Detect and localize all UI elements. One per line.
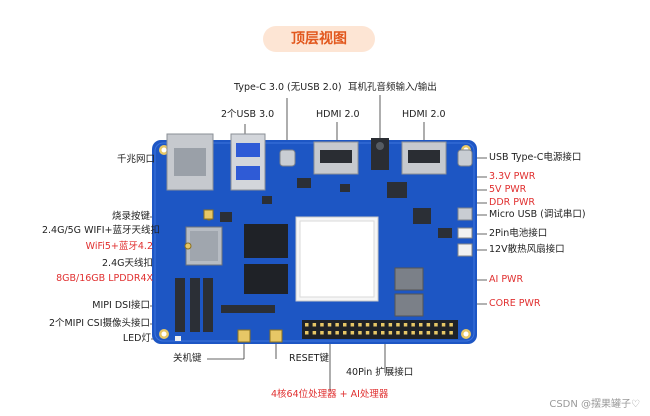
fan-connector (457, 243, 473, 257)
gpio-pin (358, 331, 362, 335)
label-soc: 4核64位处理器 + AI处理器 (271, 389, 389, 400)
micro-usb-port (457, 207, 473, 221)
gpio-pin (312, 323, 317, 327)
gpio-pin (403, 331, 408, 335)
ai-pwr-inductor (394, 267, 424, 291)
page-title: 顶层视图 (263, 26, 375, 52)
gpio-pin (350, 331, 355, 335)
lpddr-chip-b (244, 264, 288, 294)
label-hdmi-b: HDMI 2.0 (402, 109, 446, 120)
gpio-pin (434, 323, 438, 327)
label-mipi-csi: 2个MIPI CSI摄像头接口 (48, 318, 150, 329)
battery-connector (457, 227, 473, 239)
audio-jack (371, 138, 389, 170)
label-gpio40: 40Pin 扩展接口 (346, 367, 414, 378)
gpio-pin (419, 331, 423, 335)
typec-power-port (457, 149, 473, 167)
gpio-pin (388, 323, 393, 327)
gpio-pin (343, 331, 347, 335)
gpio-pin (320, 323, 324, 327)
gpio-pin (449, 331, 453, 335)
reset-key (269, 329, 283, 343)
label-usb3: 2个USB 3.0 (221, 109, 275, 120)
gpio-pin (350, 323, 355, 327)
gpio-pin (396, 331, 400, 335)
core-pwr-inductor (394, 293, 424, 317)
gpio-pin (327, 331, 332, 335)
typec-port (279, 149, 296, 167)
label-gigabit: 千兆网口 (116, 154, 155, 165)
power-key (237, 329, 251, 343)
label-earphone: 耳机孔音频输入/输出 (348, 82, 437, 93)
gpio-pin (411, 331, 415, 335)
label-lpddr: 8GB/16GB LPDDR4X (56, 273, 153, 284)
gpio-pin (449, 323, 453, 327)
label-pwr33: 3.3V PWR (489, 171, 536, 182)
label-wifi-bt: WiFi5+蓝牙4.2 (85, 241, 153, 252)
gpio-pin (305, 323, 309, 327)
label-pwr5: 5V PWR (489, 184, 527, 195)
label-reset: RESET键 (289, 353, 329, 364)
gpio-pin (335, 331, 339, 335)
gpio-pin (305, 331, 309, 335)
gpio-pin (373, 331, 377, 335)
gpio-pin (426, 323, 431, 327)
burn-key (203, 209, 214, 220)
label-led: LED灯 (122, 333, 151, 344)
label-fan: 12V散热风扇接口 (489, 244, 565, 255)
label-micro-usb: Micro USB (调试串口) (489, 209, 586, 220)
gpio-pin (312, 331, 317, 335)
gpio-pin (388, 331, 393, 335)
label-core-pwr: CORE PWR (489, 298, 541, 309)
label-power-key: 关机键 (173, 353, 202, 364)
label-typec: Type-C 3.0 (无USB 2.0) (234, 82, 342, 93)
gpio-pin (365, 323, 370, 327)
gpio-pin (441, 323, 446, 327)
gpio-pin (365, 331, 370, 335)
label-burn: 烧录按键 (111, 211, 150, 222)
gpio-pin (396, 323, 400, 327)
label-hdmi-a: HDMI 2.0 (316, 109, 360, 120)
label-mipi-dsi: MIPI DSI接口 (92, 300, 150, 311)
gpio-pin (381, 323, 385, 327)
label-usb-typec-power: USB Type-C电源接口 (489, 152, 582, 163)
gpio-pin (403, 323, 408, 327)
gpio-pin (434, 331, 438, 335)
small-chips (220, 178, 452, 238)
gpio-pin (381, 331, 385, 335)
label-antenna24: 2.4G天线扣 (102, 258, 153, 269)
gpio-pin (320, 331, 324, 335)
gpio-pin (426, 331, 431, 335)
gpio-pin (411, 323, 415, 327)
gpio-pin (441, 331, 446, 335)
label-ai-pwr: AI PWR (489, 274, 524, 285)
flat-connector (221, 305, 275, 313)
gpio-pin (358, 323, 362, 327)
gpio-pin (335, 323, 339, 327)
mipi-csi-connector-b (203, 278, 213, 332)
gpio-pin (327, 323, 332, 327)
label-wifi-antenna: 2.4G/5G WIFI+蓝牙天线扣 (41, 225, 160, 236)
lpddr-chip-a (244, 224, 288, 258)
watermark: CSDN @摆果罐子♡ (549, 399, 640, 410)
mipi-dsi-connector (175, 278, 185, 332)
gpio-pin (343, 323, 347, 327)
label-ddr-pwr: DDR PWR (489, 197, 535, 208)
label-battery: 2Pin电池接口 (489, 228, 548, 239)
mipi-csi-connector-a (190, 278, 200, 332)
gpio-pin (419, 323, 423, 327)
usb3-port (230, 133, 266, 191)
led (175, 336, 181, 341)
gpio-pin (373, 323, 377, 327)
gpio-40pin-header (302, 320, 458, 339)
